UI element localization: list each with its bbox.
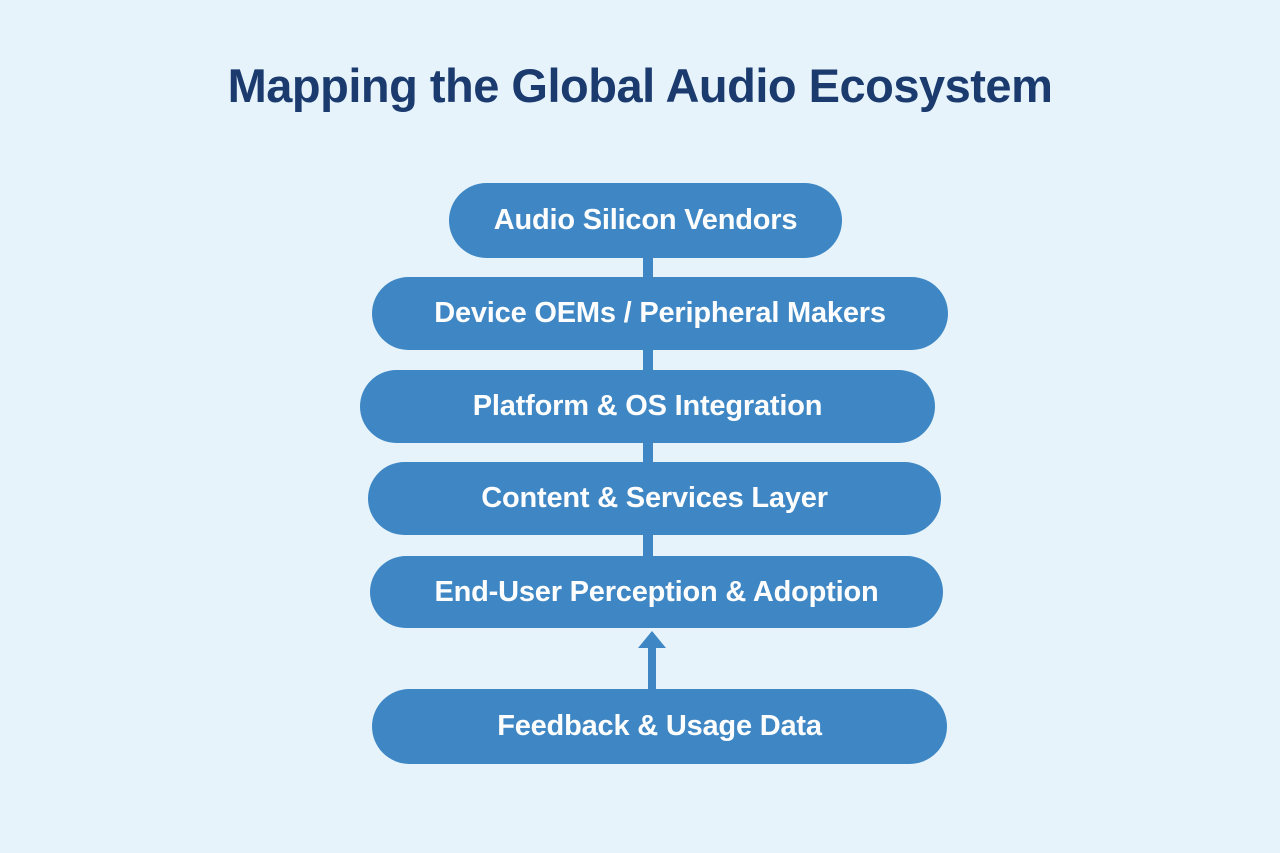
node-label: Audio Silicon Vendors <box>493 204 798 236</box>
node-feedback-usage-data: Feedback & Usage Data <box>372 689 947 764</box>
node-platform-os-integration: Platform & OS Integration <box>360 370 935 443</box>
node-label: End-User Perception & Adoption <box>434 575 879 608</box>
connector-line-1 <box>643 254 653 281</box>
node-content-services-layer: Content & Services Layer <box>368 462 941 535</box>
node-end-user-perception-adoption: End-User Perception & Adoption <box>370 556 943 628</box>
connector-line-2 <box>643 346 653 374</box>
connector-line-3 <box>643 439 653 466</box>
arrow-stem <box>648 646 656 689</box>
node-label: Feedback & Usage Data <box>497 710 822 742</box>
node-label: Content & Services Layer <box>481 482 828 514</box>
node-audio-silicon-vendors: Audio Silicon Vendors <box>449 183 842 258</box>
page-title: Mapping the Global Audio Ecosystem <box>227 59 1053 112</box>
connector-line-4 <box>643 531 653 560</box>
node-device-oems-peripheral-makers: Device OEMs / Peripheral Makers <box>372 277 948 350</box>
arrow-up-icon <box>638 631 666 648</box>
node-label: Device OEMs / Peripheral Makers <box>434 297 886 329</box>
feedback-arrow <box>638 631 666 691</box>
node-label: Platform & OS Integration <box>472 390 823 422</box>
